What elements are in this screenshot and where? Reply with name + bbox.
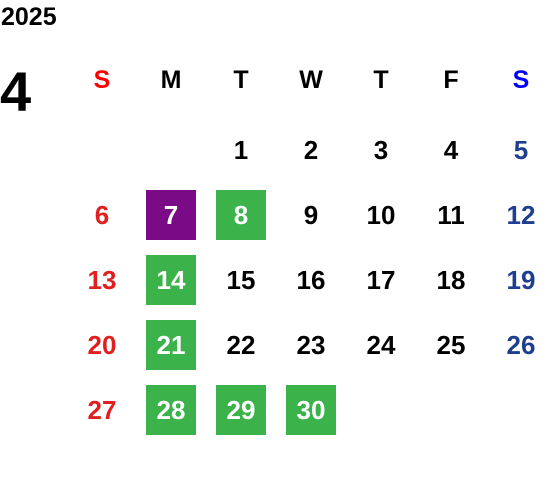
day-cell[interactable]: 7 (146, 190, 196, 240)
day-cell[interactable]: 15 (226, 264, 256, 295)
day-cell[interactable]: 10 (366, 199, 396, 230)
day-cell[interactable]: 9 (303, 199, 319, 230)
day-cell[interactable]: 4 (443, 134, 459, 165)
day-cell[interactable]: 21 (146, 320, 196, 370)
day-cell[interactable]: 11 (437, 199, 465, 230)
day-cell[interactable]: 29 (216, 385, 266, 435)
day-cell[interactable]: 17 (366, 264, 396, 295)
day-cell[interactable]: 12 (506, 199, 536, 230)
day-cell[interactable]: 24 (366, 329, 396, 360)
weekday-header: S (93, 65, 111, 94)
weekday-header: F (443, 65, 459, 94)
month-label: 4 (0, 60, 32, 123)
weekday-header: M (160, 65, 182, 94)
day-cell[interactable]: 23 (296, 329, 326, 360)
day-cell[interactable]: 13 (87, 264, 117, 295)
day-cell[interactable]: 5 (513, 134, 529, 165)
day-cell[interactable]: 26 (506, 329, 536, 360)
day-cell[interactable]: 22 (226, 329, 256, 360)
day-cell[interactable]: 8 (216, 190, 266, 240)
day-cell[interactable]: 2 (303, 134, 319, 165)
day-cell[interactable]: 25 (436, 329, 466, 360)
weekday-header: T (233, 65, 249, 94)
weekday-header: W (299, 65, 323, 94)
day-cell[interactable]: 16 (296, 264, 326, 295)
day-cell[interactable]: 19 (506, 264, 536, 295)
year-label: 2025 (1, 3, 57, 31)
day-cell[interactable]: 27 (87, 394, 117, 425)
day-cell[interactable]: 18 (436, 264, 466, 295)
weekday-header: T (373, 65, 389, 94)
day-cell[interactable]: 28 (146, 385, 196, 435)
day-cell[interactable]: 6 (94, 199, 110, 230)
day-cell[interactable]: 14 (146, 255, 196, 305)
day-cell[interactable]: 1 (233, 134, 249, 165)
day-cell[interactable]: 30 (286, 385, 336, 435)
weekday-header: S (512, 65, 530, 94)
day-cell[interactable]: 3 (373, 134, 389, 165)
day-cell[interactable]: 20 (87, 329, 117, 360)
